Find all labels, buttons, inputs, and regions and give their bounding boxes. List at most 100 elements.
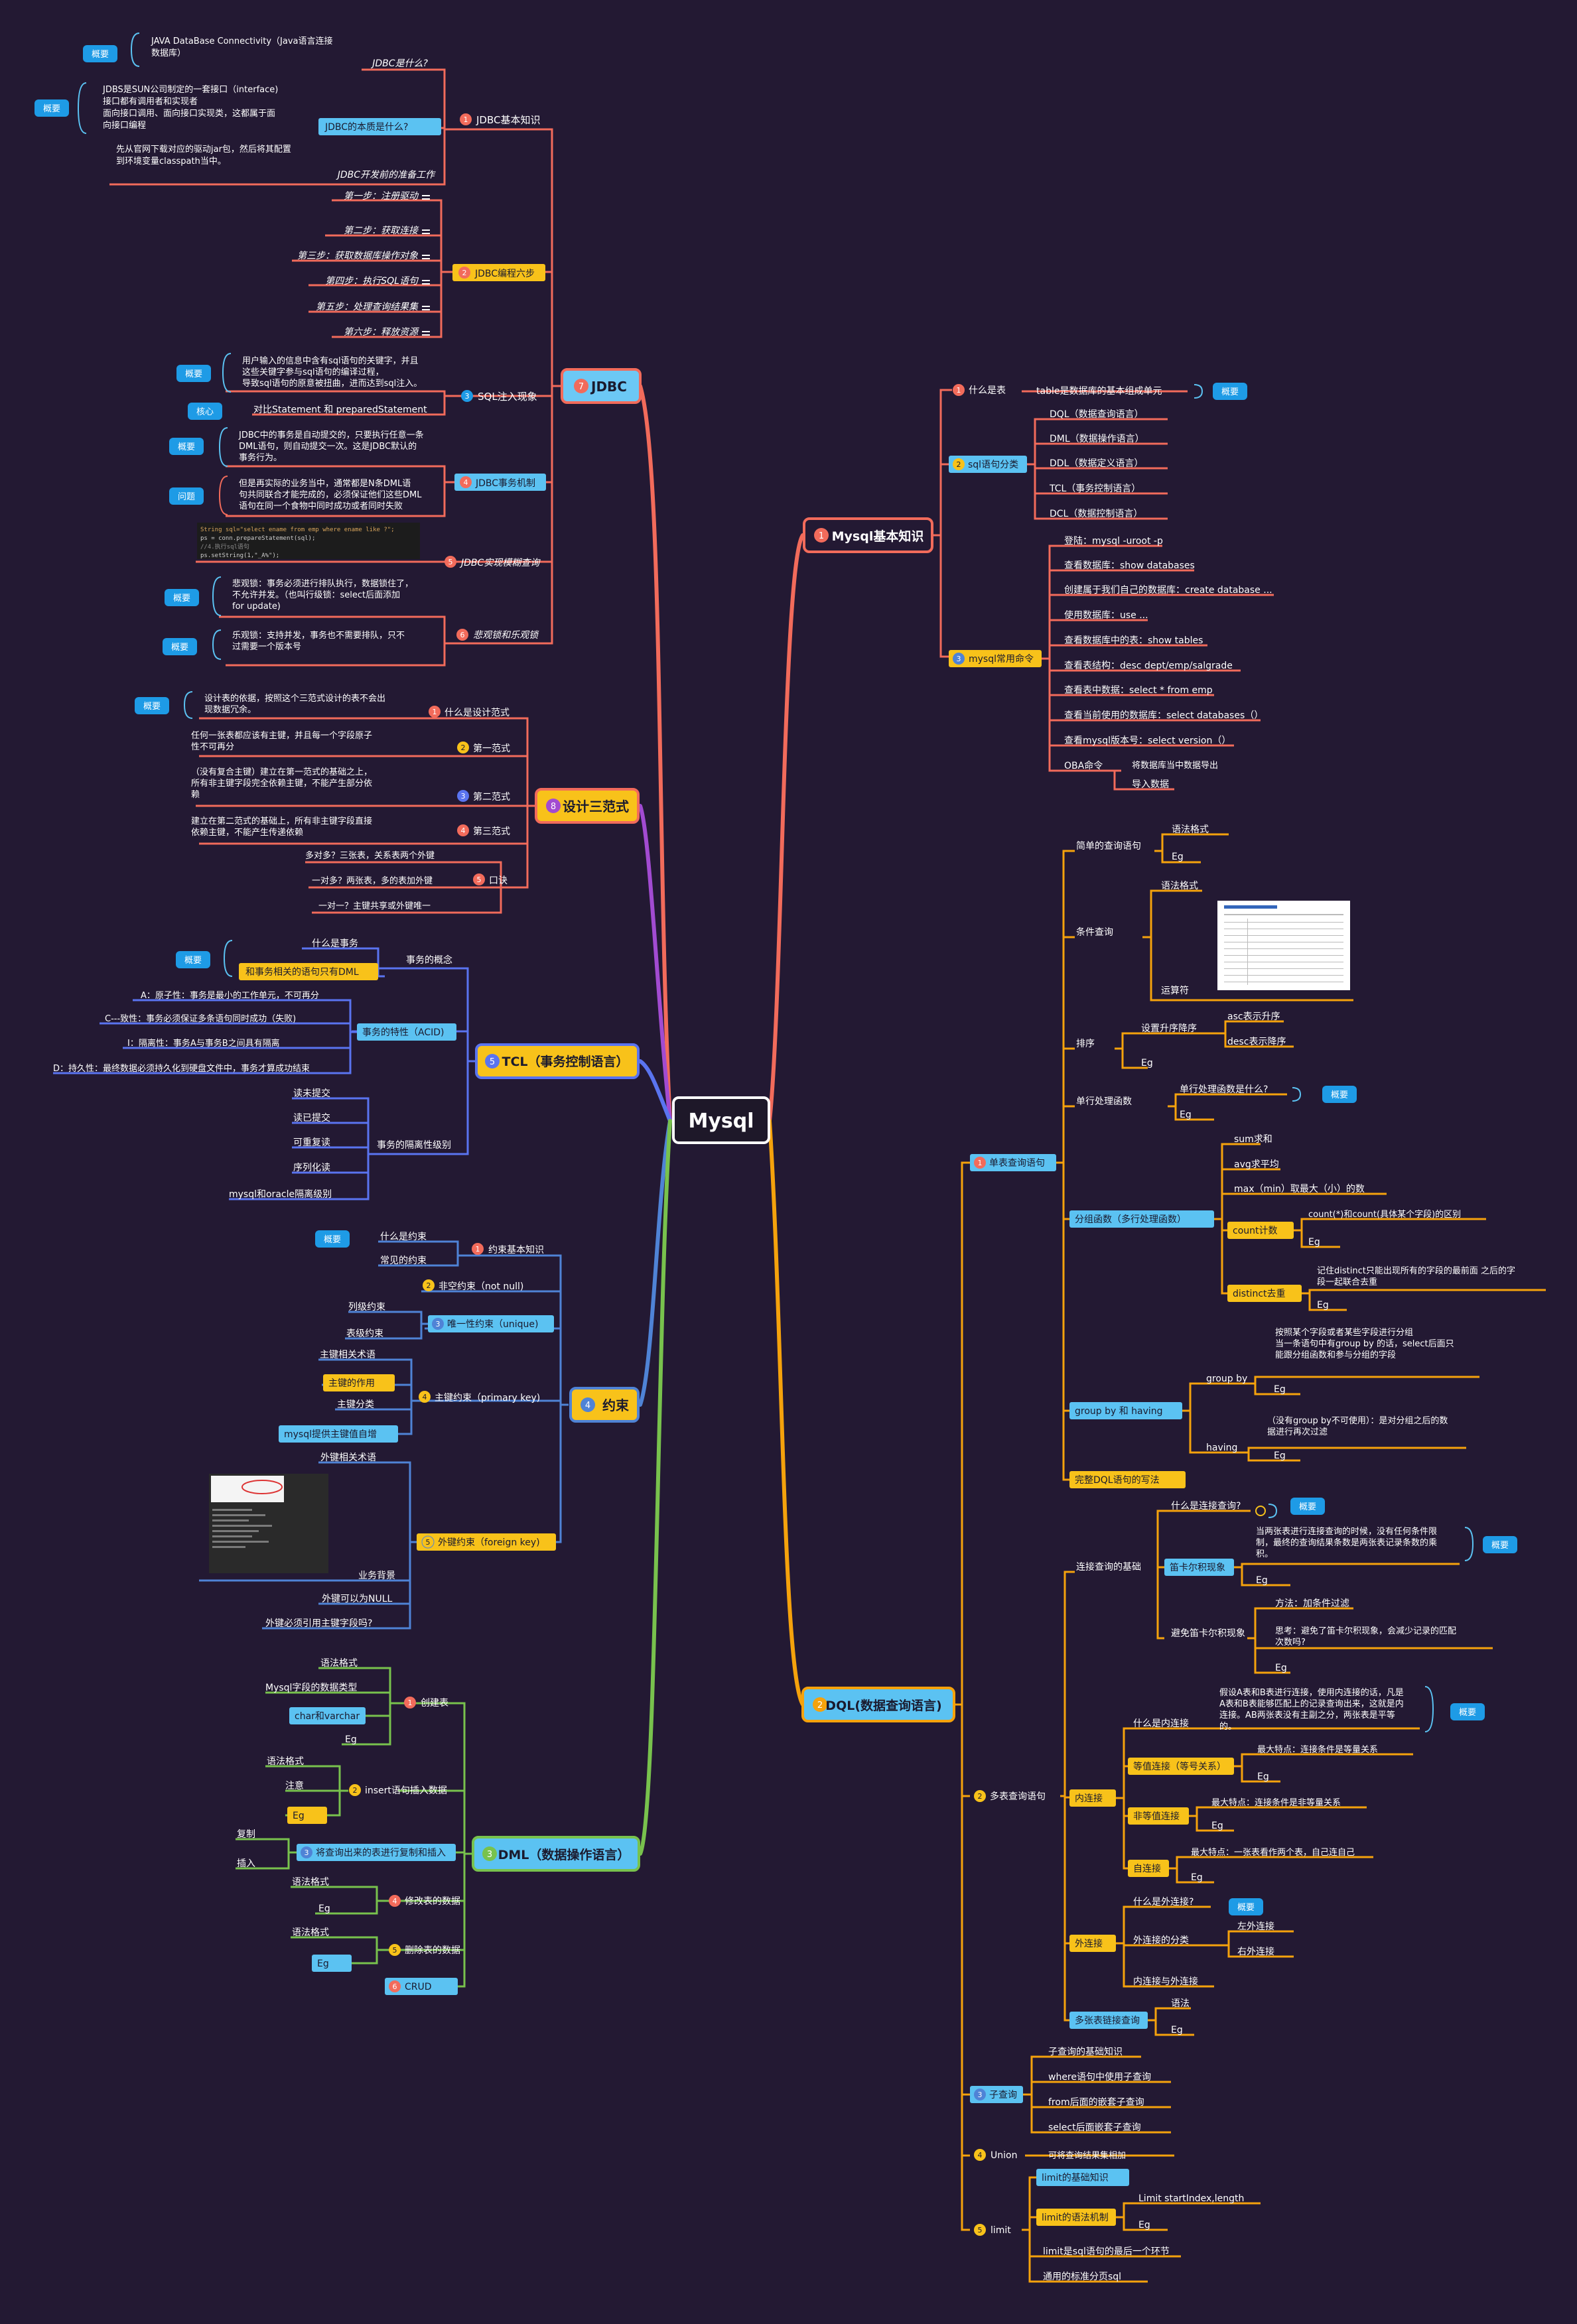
root-node[interactable] — [672, 1096, 770, 1144]
svg-text:一对多？两张表，多的表加外键: 一对多？两张表，多的表加外键 — [312, 875, 433, 886]
svg-text:口诀: 口诀 — [489, 875, 508, 886]
svg-text:（没有复合主键）建立在第一范式的基础之上，: （没有复合主键）建立在第一范式的基础之上， — [191, 767, 372, 777]
svg-text:创建表: 创建表 — [421, 1698, 448, 1709]
svg-text:desc表示降序: desc表示降序 — [1227, 1037, 1286, 1047]
svg-text:limit是sql语句的最后一个环节: limit是sql语句的最后一个环节 — [1043, 2246, 1170, 2257]
svg-text:语法: 语法 — [1171, 1998, 1190, 2009]
svg-text:1: 1 — [957, 386, 961, 395]
svg-text:第三范式: 第三范式 — [473, 826, 510, 837]
svg-text:积。: 积。 — [1256, 1549, 1273, 1559]
jdbc-fuzzy-query[interactable]: JDBC实现模糊查询 — [459, 558, 541, 568]
svg-text:用户输入的信息中含有sql语句的关键字，并且: 用户输入的信息中含有sql语句的关键字，并且 — [242, 355, 419, 366]
svg-text:3: 3 — [957, 655, 961, 663]
jdbc-essence[interactable]: JDBC的本质是什么? — [324, 122, 408, 133]
svg-text:JDBC是什么?: JDBC是什么? — [370, 58, 428, 69]
single-table-query[interactable]: 单表查询语句 — [989, 1158, 1045, 1169]
svg-text:4: 4 — [464, 478, 468, 487]
svg-text:读已提交: 读已提交 — [293, 1112, 330, 1124]
svg-text:insert语句插入数据: insert语句插入数据 — [365, 1785, 447, 1796]
svg-text:DDL（数据定义语言）: DDL（数据定义语言） — [1050, 458, 1143, 469]
svg-text:任何一张表都应该有主键，并且每一个字段原子: 任何一张表都应该有主键，并且每一个字段原子 — [191, 730, 372, 741]
svg-text:String sql="select ename from: String sql="select ename from emp where … — [200, 527, 395, 533]
svg-text:JDBC开发前的准备工作: JDBC开发前的准备工作 — [336, 170, 436, 180]
svg-text:DML（数据操作语言）: DML（数据操作语言） — [1050, 434, 1144, 444]
svg-text:避免笛卡尔积现象: 避免笛卡尔积现象 — [1171, 1628, 1245, 1639]
svg-text:乐观锁：支持并发，事务也不需要排队，只不: 乐观锁：支持并发，事务也不需要排队，只不 — [232, 630, 405, 641]
jdbc-six-steps[interactable]: JDBC编程六步 — [474, 269, 535, 279]
svg-text:概要: 概要 — [1221, 387, 1239, 397]
tcl-node[interactable] — [475, 1043, 640, 1079]
svg-text:DML语句，则自动提交一次。这是JDBC默认的: DML语句，则自动提交一次。这是JDBC默认的 — [239, 441, 417, 452]
svg-text:Eg: Eg — [318, 1904, 330, 1914]
svg-text:第二范式: 第二范式 — [473, 791, 510, 803]
svg-text:group by: group by — [1206, 1374, 1247, 1384]
svg-text:Limit startIndex,length: Limit startIndex,length — [1138, 2193, 1244, 2204]
svg-text:语法格式: 语法格式 — [292, 1877, 329, 1888]
svg-text:约束基本知识: 约束基本知识 — [488, 1244, 544, 1256]
svg-text:创建属于我们自己的数据库：create database .: 创建属于我们自己的数据库：create database ... — [1064, 585, 1272, 596]
svg-text:语句在同一个食物中同时成功或者同时失败: 语句在同一个食物中同时成功或者同时失败 — [239, 501, 403, 511]
svg-text:6: 6 — [393, 1982, 397, 1991]
svg-text:第三步：获取数据库操作对象: 第三步：获取数据库操作对象 — [297, 251, 419, 261]
svg-text:第五步：处理查询结果集: 第五步：处理查询结果集 — [316, 302, 419, 312]
svg-text:概要: 概要 — [92, 50, 109, 60]
svg-text:按照某个字段或者某些字段进行分组: 按照某个字段或者某些字段进行分组 — [1275, 1328, 1413, 1338]
svg-text:Eg: Eg — [1191, 1872, 1203, 1883]
svg-text:设计表的依据，按照这个三范式设计的表不会出: 设计表的依据，按照这个三范式设计的表不会出 — [204, 693, 385, 704]
svg-text:Eg: Eg — [1172, 852, 1184, 862]
design-node[interactable] — [535, 788, 640, 824]
svg-text:次数吗?: 次数吗? — [1275, 1637, 1306, 1647]
svg-text:依赖主键，不能产生传递依赖: 依赖主键，不能产生传递依赖 — [191, 828, 303, 838]
svg-text:主键的作用: 主键的作用 — [328, 1378, 375, 1389]
mysql-basics-node[interactable] — [803, 517, 933, 553]
svg-text:DML（数据操作语言）: DML（数据操作语言） — [498, 1847, 630, 1862]
svg-text:1: 1 — [476, 1245, 480, 1254]
svg-text:什么是表: 什么是表 — [969, 385, 1006, 396]
svg-text:count计数: count计数 — [1233, 1226, 1278, 1236]
svg-text:Eg: Eg — [1141, 1058, 1153, 1068]
tcl-branch: 5 TCL（事务控制语言） 事务的概念 什么是事务 和事务相关的语句只有DML … — [53, 938, 640, 1200]
svg-text:JDBS是SUN公司制定的一套接口（interface): JDBS是SUN公司制定的一套接口（interface) — [102, 84, 278, 95]
svg-text:查看数据库中的表：show tables: 查看数据库中的表：show tables — [1064, 635, 1203, 646]
jdbc-transaction[interactable]: JDBC事务机制 — [475, 478, 535, 489]
svg-text:概要: 概要 — [173, 594, 190, 604]
svg-text:一对一？主键共享或外键唯一: 一对一？主键共享或外键唯一 — [318, 901, 431, 911]
svg-text:avg求平均: avg求平均 — [1234, 1159, 1279, 1170]
svg-text:4: 4 — [585, 1401, 590, 1411]
svg-text:概要: 概要 — [171, 643, 188, 653]
pessimistic-optimistic-lock[interactable]: 悲观锁和乐观锁 — [473, 630, 539, 641]
svg-text:连接。AB两张表没有主副之分，两张表是平等: 连接。AB两张表没有主副之分，两张表是平等 — [1219, 1710, 1395, 1720]
svg-text:记住distinct只能出现所有的字段的最前面 之后的字: 记住distinct只能出现所有的字段的最前面 之后的字 — [1317, 1265, 1515, 1276]
multi-table-query[interactable]: 多表查询语句 — [990, 1791, 1046, 1802]
svg-text:5: 5 — [978, 2226, 983, 2234]
dql-node[interactable] — [801, 1687, 955, 1722]
svg-text:max（min）取最大（小）的数: max（min）取最大（小）的数 — [1234, 1184, 1365, 1194]
sql-injection[interactable]: SQL注入现象 — [478, 391, 537, 403]
svg-text:Eg: Eg — [345, 1734, 357, 1745]
svg-text:什么是约束: 什么是约束 — [380, 1232, 427, 1242]
svg-text:5: 5 — [393, 1946, 397, 1955]
svg-text:查看表结构：desc dept/emp/salgrade: 查看表结构：desc dept/emp/salgrade — [1064, 661, 1233, 671]
svg-text:内连接: 内连接 — [1075, 1793, 1103, 1804]
svg-text:Eg: Eg — [1256, 1575, 1268, 1586]
svg-text:表级约束: 表级约束 — [346, 1328, 383, 1339]
design-branch: 8 设计三范式 1 什么是设计范式 设计表的依据，按照这个三范式设计的表不会出 … — [135, 691, 640, 914]
dml-node[interactable] — [472, 1836, 640, 1872]
dml-branch: 3 DML（数据操作语言） 1 创建表 语法格式 Mysql字段的数据类型 ch… — [236, 1658, 640, 1995]
svg-text:性不可再分: 性不可再分 — [191, 742, 234, 752]
constraint-node[interactable] — [569, 1387, 640, 1423]
svg-text:当一条语句中有group by 的话，select后面只: 当一条语句中有group by 的话，select后面只 — [1275, 1338, 1454, 1349]
svg-text:删除表的数据: 删除表的数据 — [405, 1945, 460, 1956]
svg-text:3: 3 — [461, 792, 466, 801]
svg-text:可重复读: 可重复读 — [293, 1137, 330, 1148]
svg-text:完整DQL语句的写法: 完整DQL语句的写法 — [1075, 1475, 1160, 1486]
svg-text:使用数据库：use ...: 使用数据库：use ... — [1064, 610, 1148, 621]
svg-text:mysql提供主键值自增: mysql提供主键值自增 — [284, 1429, 377, 1440]
svg-text:4: 4 — [393, 1897, 397, 1905]
svg-text:char和varchar: char和varchar — [295, 1711, 360, 1722]
jdbc-basics[interactable]: JDBC基本知识 — [476, 114, 540, 126]
svg-text:2: 2 — [957, 460, 961, 469]
jdbc-node[interactable] — [561, 368, 642, 404]
svg-text:4: 4 — [461, 826, 466, 835]
